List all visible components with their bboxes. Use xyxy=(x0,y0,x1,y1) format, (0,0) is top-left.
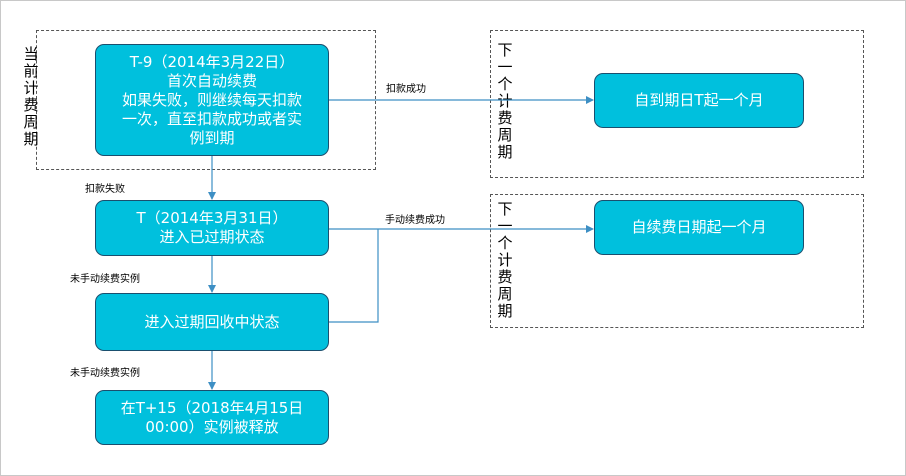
edge-reclaim-to-renew xyxy=(329,229,379,323)
node-manual-next: 自续费日期起一个月 xyxy=(594,200,804,255)
label-manual-renew-success: 手动续费成功 xyxy=(385,215,445,226)
label-deduct-fail: 扣款失败 xyxy=(85,184,125,195)
current-cycle-label: 当前计费周期 xyxy=(23,45,39,148)
next-cycle-group-2 xyxy=(490,194,864,328)
next-cycle-group-1 xyxy=(490,30,864,178)
next-cycle-label-2: 下一个计费周期 xyxy=(497,200,513,320)
node-t-minus-9: T-9（2014年3月22日） 首次自动续费 如果失败，则继续每天扣款 一次，直… xyxy=(95,44,329,156)
node-auto-next: 自到期日T起一个月 xyxy=(594,73,804,128)
label-deduct-success: 扣款成功 xyxy=(386,84,426,95)
next-cycle-label-1: 下一个计费周期 xyxy=(497,41,513,161)
label-not-renewed-1: 未手动续费实例 xyxy=(70,274,140,285)
label-not-renewed-2: 未手动续费实例 xyxy=(70,368,140,379)
node-t-day: T（2014年3月31日） 进入已过期状态 xyxy=(95,200,329,256)
node-release: 在T+15（2018年4月15日 00:00）实例被释放 xyxy=(95,390,329,445)
node-reclaim: 进入过期回收中状态 xyxy=(95,293,329,351)
